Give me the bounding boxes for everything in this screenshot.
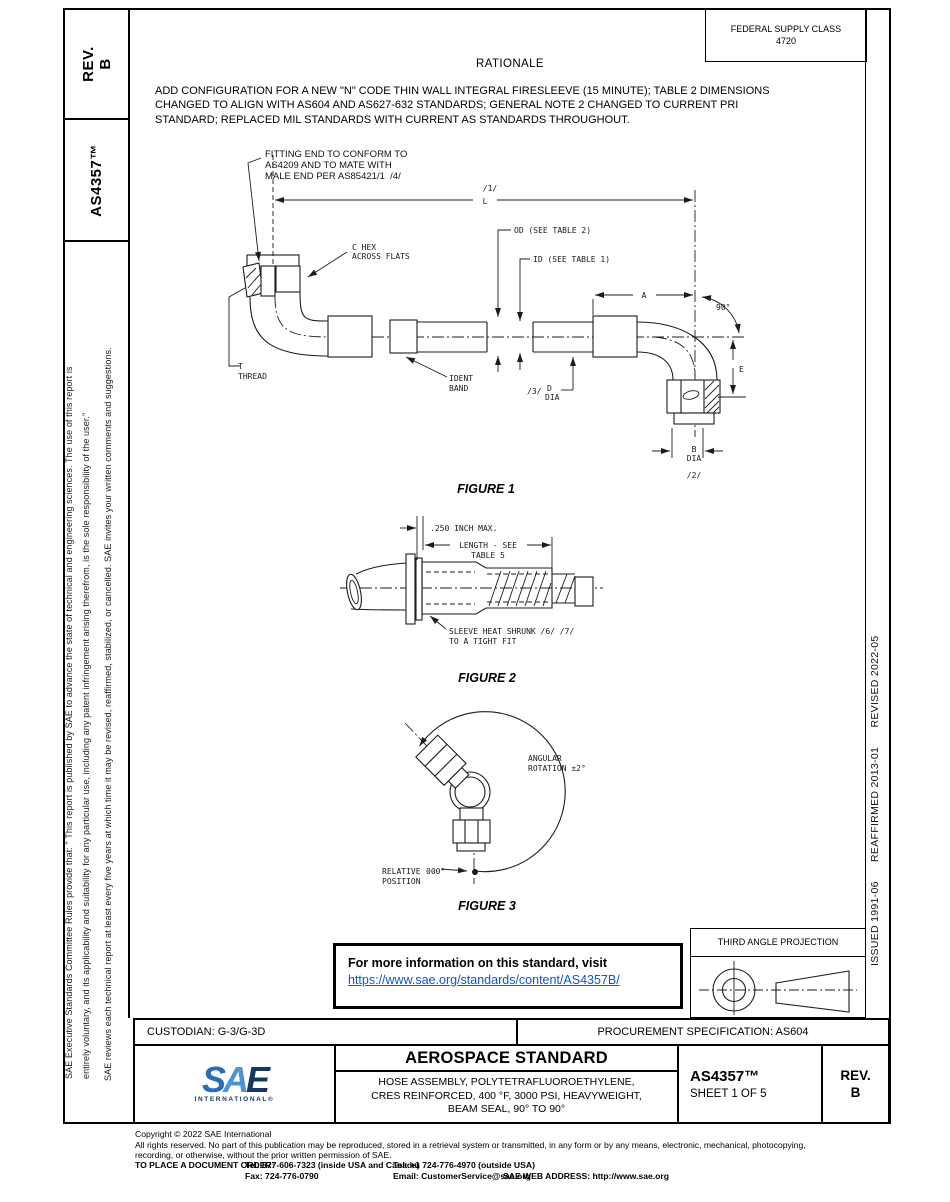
third-angle-projection-box: THIRD ANGLE PROJECTION (690, 928, 866, 1018)
doc-number-footer: AS4357™ (690, 1068, 760, 1085)
fsc-label: FEDERAL SUPPLY CLASS (730, 24, 842, 34)
projection-symbol (699, 961, 857, 1015)
right-strip-divider (865, 8, 866, 1018)
doc-title-line1: HOSE ASSEMBLY, POLYTETRAFLUOROETHYLENE, (378, 1076, 635, 1088)
disclaimer-line-3: SAE reviews each technical report at lea… (103, 347, 113, 1081)
doc-title-line3: BEAM SEAL, 90° TO 90° (447, 1103, 566, 1115)
doc-number-cell: AS4357™ SHEET 1 OF 5 (677, 1046, 821, 1122)
rationale-line-3: STANDARD; REPLACED MIL STANDARDS WITH CU… (155, 113, 630, 126)
custodian-bar: CUSTODIAN: G-3/G-3D PROCUREMENT SPECIFIC… (133, 1018, 890, 1046)
sidebar-divider (128, 8, 130, 1018)
projection-title: THIRD ANGLE PROJECTION (691, 929, 865, 957)
doc-number-box: AS4357™ (63, 118, 130, 242)
tel-outside: Tel: +1 724-776-4970 (outside USA) (393, 1160, 535, 1170)
fax-number: Fax: 724-776-0790 (245, 1170, 319, 1181)
rationale-line-2: CHANGED TO ALIGN WITH AS604 AND AS627-63… (155, 99, 739, 112)
rev-value: B (96, 58, 114, 70)
disclaimer-line-1: SAE Executive Standards Committee Rules … (64, 366, 74, 1079)
rationale-title: RATIONALE (476, 58, 544, 70)
rationale-line-1: ADD CONFIGURATION FOR A NEW "N" CODE THI… (155, 85, 770, 97)
figure2-caption: FIGURE 2 (458, 671, 516, 685)
logo-cell: SAE INTERNATIONAL® (135, 1046, 334, 1122)
doc-number-vertical: AS4357™ (88, 143, 105, 217)
footer-rev-value: B (850, 1085, 861, 1100)
logo-letter-e: E (245, 1059, 270, 1100)
logo-letter-a: A (222, 1059, 249, 1100)
copyright-line1: Copyright © 2022 SAE International (135, 1129, 272, 1139)
sheet-number: SHEET 1 OF 5 (690, 1088, 767, 1100)
figure1-caption: FIGURE 1 (457, 482, 515, 496)
copyright-line3: recording, or otherwise, without the pri… (135, 1150, 392, 1160)
procurement-cell: PROCUREMENT SPECIFICATION: AS604 (597, 1026, 809, 1038)
logo-subtext: INTERNATIONAL® (194, 1096, 275, 1103)
logo-letter-s: S (201, 1059, 226, 1100)
info-box-text: For more information on this standard, v… (348, 956, 608, 970)
copyright-line2: All rights reserved. No part of this pub… (135, 1139, 806, 1150)
info-box: For more information on this standard, v… (333, 943, 683, 1009)
order-label: TO PLACE A DOCUMENT ORDER: (135, 1160, 275, 1170)
rev-cell: REV. B (821, 1046, 888, 1122)
doc-type-heading: AEROSPACE STANDARD (336, 1046, 677, 1072)
sae-logo: SAE INTERNATIONAL® (194, 1062, 275, 1104)
rev-label: REV. (79, 46, 97, 82)
doc-title-line2: CRES REINFORCED, 400 °F, 3000 PSI, HEAVY… (371, 1089, 642, 1102)
title-cell: AEROSPACE STANDARD HOSE ASSEMBLY, POLYTE… (334, 1046, 677, 1122)
email-address: Email: CustomerService@sae.org (393, 1170, 531, 1181)
disclaimer-line-2: entirely voluntary, and its applicabilit… (81, 412, 91, 1079)
tel-inside: Tel: 877-606-7323 (inside USA and Canada… (245, 1160, 420, 1170)
web-address: SAE WEB ADDRESS: http://www.sae.org (503, 1170, 669, 1181)
fsc-number: 4720 (775, 36, 797, 46)
rev-box: REV. B (63, 8, 130, 120)
federal-supply-class-box: FEDERAL SUPPLY CLASS 4720 (705, 8, 867, 62)
standard-link[interactable]: https://www.sae.org/standards/content/AS… (348, 973, 620, 987)
revision-history-vertical: ISSUED 1991-06 REAFFIRMED 2013-01 REVISE… (869, 635, 881, 967)
title-block: SAE INTERNATIONAL® AEROSPACE STANDARD HO… (133, 1044, 890, 1124)
footer-rev-label: REV. (840, 1068, 871, 1083)
figure3-caption: FIGURE 3 (458, 899, 516, 913)
rationale-paragraph: ADD CONFIGURATION FOR A NEW "N" CODE THI… (155, 84, 770, 127)
custodian-cell: CUSTODIAN: G-3/G-3D (135, 1020, 518, 1044)
